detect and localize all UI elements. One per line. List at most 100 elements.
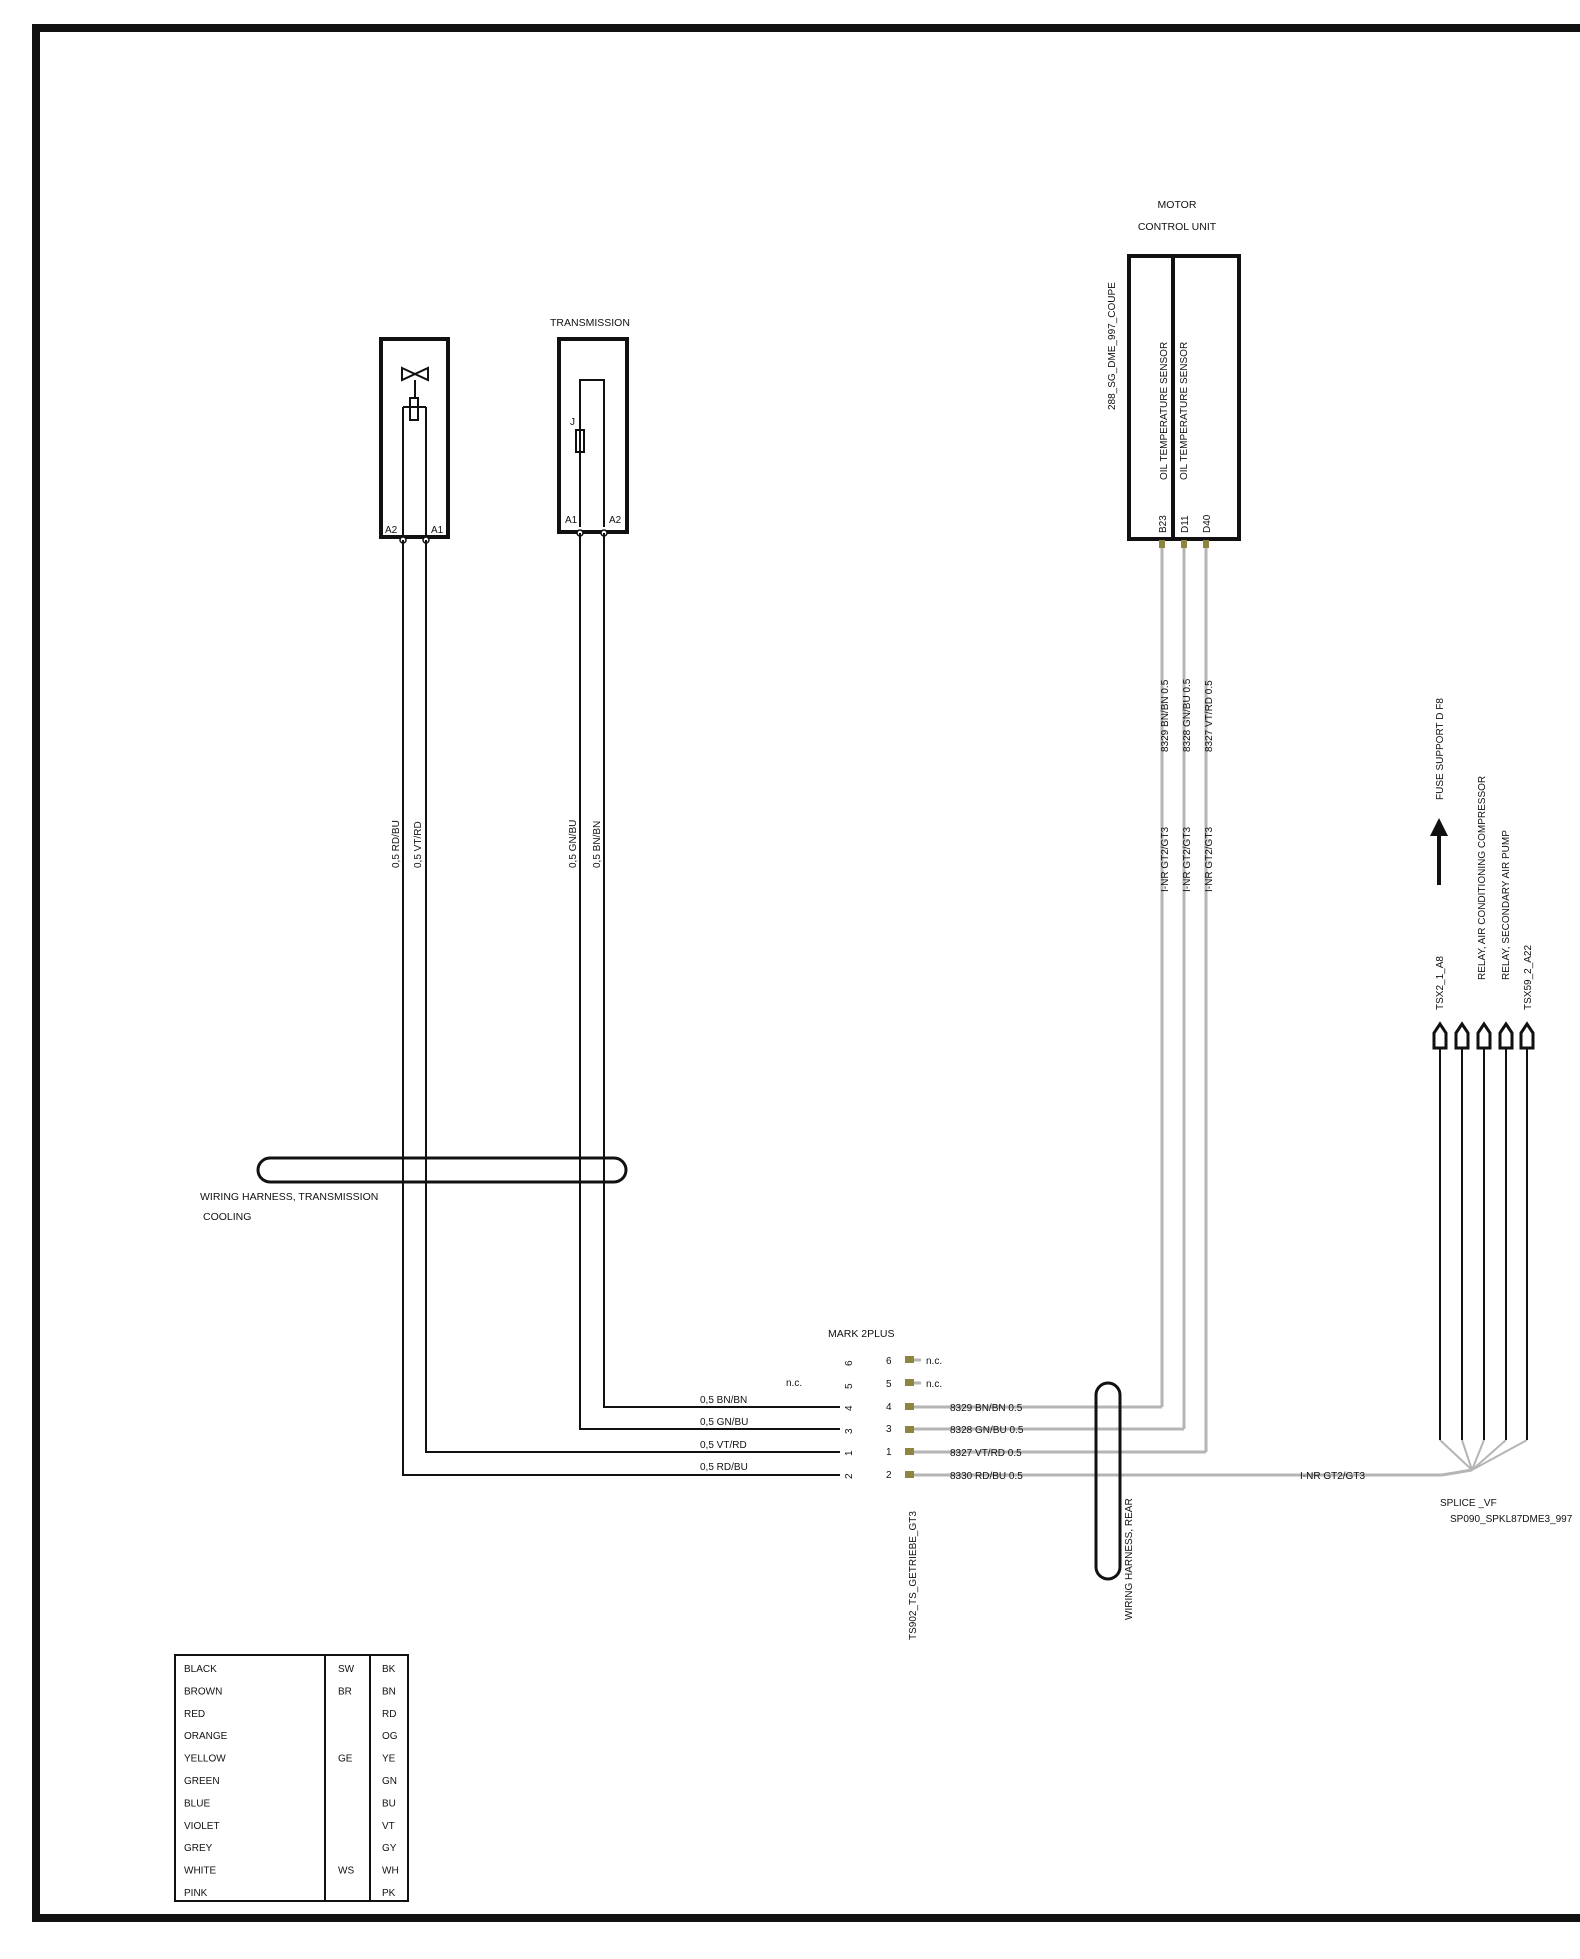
legend-code-1: BN xyxy=(382,1686,396,1697)
mcu-id: 288_SG_DME_997_COUPE xyxy=(1107,282,1118,410)
left-wire-label-gn-bu: 0,5 GN/BU xyxy=(568,820,579,868)
mcu-pin-label-d40: D40 xyxy=(1202,514,1213,533)
connector-left-pin-5: 5 xyxy=(844,1383,855,1389)
connector-pin-5 xyxy=(905,1379,914,1386)
legend-code-8: GY xyxy=(382,1843,397,1854)
legend-code-5: GN xyxy=(382,1776,397,1787)
transmission-title: TRANSMISSION xyxy=(550,317,630,329)
mcu-wire-label-3: 8327 VT/RD 0.5 xyxy=(1204,680,1215,752)
incoming-wire-label-2: 0,5 GN/BU xyxy=(700,1417,748,1428)
transmission-symbol-label: J xyxy=(570,417,575,428)
legend-code-3: OG xyxy=(382,1731,398,1742)
tsx59-label: TSX59_2_A22 xyxy=(1523,945,1534,1010)
splice-id: SP090_SPKL87DME3_997 xyxy=(1450,1514,1573,1525)
legend-name-0: BLACK xyxy=(184,1664,217,1675)
harness-rear-loop xyxy=(1094,1381,1122,1581)
legend-name-2: RED xyxy=(184,1709,205,1720)
mcu-pin-label-d11: D11 xyxy=(1180,515,1191,533)
harness-transmission-line1: WIRING HARNESS, TRANSMISSION xyxy=(200,1191,378,1203)
ref-connector-arrow-2 xyxy=(1454,1021,1470,1050)
motor-control-unit: MOTOR CONTROL UNIT 288_SG_DME_997_COUPE … xyxy=(1107,199,1241,548)
connector-right-nc-6: n.c. xyxy=(926,1356,942,1367)
connector-right-pin-3: 3 xyxy=(886,1424,892,1435)
legend-german-9: WS xyxy=(338,1866,354,1877)
component-left-box xyxy=(379,337,450,539)
connector-title: MARK 2PLUS xyxy=(828,1328,895,1340)
connector-pin-6 xyxy=(905,1356,914,1363)
mcu-pin-d40 xyxy=(1203,540,1209,548)
valve-actuator-icon xyxy=(409,397,419,421)
legend-name-8: GREY xyxy=(184,1843,213,1854)
wire-bn-bn xyxy=(603,533,840,1408)
component-transmission: TRANSMISSION J A1 A2 xyxy=(550,317,630,537)
left-wire-label-vt-rd: 0,5 VT/RD xyxy=(413,821,424,868)
legend-german-1: BR xyxy=(338,1686,352,1697)
mcu-sensor-label-1: OIL TEMPERATURE SENSOR xyxy=(1159,342,1170,480)
pin-label-left-a1: A1 xyxy=(431,525,444,536)
legend-code-0: BK xyxy=(382,1664,396,1675)
mcu-harness-label-1: I-NR GT2/GT3 xyxy=(1160,827,1171,892)
outgoing-wire-label-1: 8329 BN/BN 0.5 xyxy=(950,1403,1023,1414)
page-frame xyxy=(32,24,1580,1922)
ref-connector-arrow-3 xyxy=(1476,1021,1492,1050)
component-transmission-box xyxy=(557,337,629,534)
connector-pin-1 xyxy=(905,1448,914,1455)
wire-gn-bu xyxy=(579,533,840,1430)
connector-right-pin-6: 6 xyxy=(886,1356,892,1367)
splice-name: SPLICE _VF xyxy=(1440,1498,1497,1509)
left-wire-label-rd-bu: 0,5 RD/BU xyxy=(391,820,402,868)
incoming-wire-label-1: 0,5 BN/BN xyxy=(700,1395,747,1406)
legend-code-6: BU xyxy=(382,1798,396,1809)
mcu-title-line1: MOTOR xyxy=(1158,199,1197,211)
relay-ac-label: RELAY, AIR CONDITIONING COMPRESSOR xyxy=(1477,776,1488,980)
valve-icon xyxy=(401,366,429,382)
outgoing-wire-label-2: 8328 GN/BU 0.5 xyxy=(950,1425,1024,1436)
connector-right-nc-5: n.c. xyxy=(926,1379,942,1390)
legend-code-4: YE xyxy=(382,1754,396,1765)
fuse-support-label: FUSE SUPPORT D F8 xyxy=(1435,698,1446,800)
connector-right-pin-5: 5 xyxy=(886,1379,892,1390)
pin-label-left-a2: A2 xyxy=(385,525,398,536)
mcu-title-line2: CONTROL UNIT xyxy=(1138,221,1217,233)
fuse-support-arrow-icon xyxy=(1430,818,1448,836)
tsx2-label: TSX2_1_A8 xyxy=(1435,956,1446,1010)
connector-right-pin-4: 4 xyxy=(886,1402,892,1413)
mcu-pin-label-b23: B23 xyxy=(1158,515,1169,533)
mcu-pin-b23 xyxy=(1159,540,1165,548)
connector-mark-2plus: MARK 2PLUS n.c. 0,5 BN/BN 0,5 GN/BU 0,5 … xyxy=(700,1328,942,1640)
legend-german-4: GE xyxy=(338,1754,353,1765)
pin-label-transmission-a1: A1 xyxy=(565,515,578,526)
connector-left-pin-3: 3 xyxy=(844,1428,855,1434)
legend-german-0: SW xyxy=(338,1664,355,1675)
mcu-harness-label-2: I-NR GT2/GT3 xyxy=(1182,827,1193,892)
outgoing-wire-label-4: 8330 RD/BU 0.5 xyxy=(950,1471,1023,1482)
connector-pin-4 xyxy=(905,1403,914,1410)
mcu-wire-label-1: 8329 BN/BN 0.5 xyxy=(1160,679,1171,752)
legend-name-6: BLUE xyxy=(184,1798,210,1809)
mcu-harness-label-3: I-NR GT2/GT3 xyxy=(1204,827,1215,892)
left-wire-label-bn-bn: 0,5 BN/BN xyxy=(592,821,603,868)
harness-transmission-loop xyxy=(256,1156,628,1184)
legend-name-7: VIOLET xyxy=(184,1821,220,1832)
harness-transmission-line2: COOLING xyxy=(203,1211,251,1223)
connector-right-pin-1: 1 xyxy=(886,1447,892,1458)
ref-connector-arrow-5 xyxy=(1519,1021,1535,1050)
connector-id: TS902_TS_GETRIEBE_GT3 xyxy=(908,1511,919,1640)
splice: SPLICE _VF SP090_SPKL87DME3_997 xyxy=(1439,1439,1573,1525)
legend-name-10: PINK xyxy=(184,1888,208,1899)
legend-code-9: WH xyxy=(382,1866,399,1877)
connector-left-pin-2: 2 xyxy=(844,1473,855,1479)
wire-vt-rd xyxy=(425,540,840,1453)
connector-right-pin-2: 2 xyxy=(886,1470,892,1481)
ref-connector-arrow-1 xyxy=(1432,1021,1448,1050)
pin-label-transmission-a2: A2 xyxy=(609,515,622,526)
legend-name-9: WHITE xyxy=(184,1866,217,1877)
ref-connector-arrow-4 xyxy=(1498,1021,1514,1050)
incoming-wire-label-3: 0,5 VT/RD xyxy=(700,1440,747,1451)
connector-left-pin-4: 4 xyxy=(844,1405,855,1411)
legend-name-1: BROWN xyxy=(184,1686,222,1697)
connector-left-nc: n.c. xyxy=(786,1378,802,1389)
legend-code-7: VT xyxy=(382,1821,395,1832)
